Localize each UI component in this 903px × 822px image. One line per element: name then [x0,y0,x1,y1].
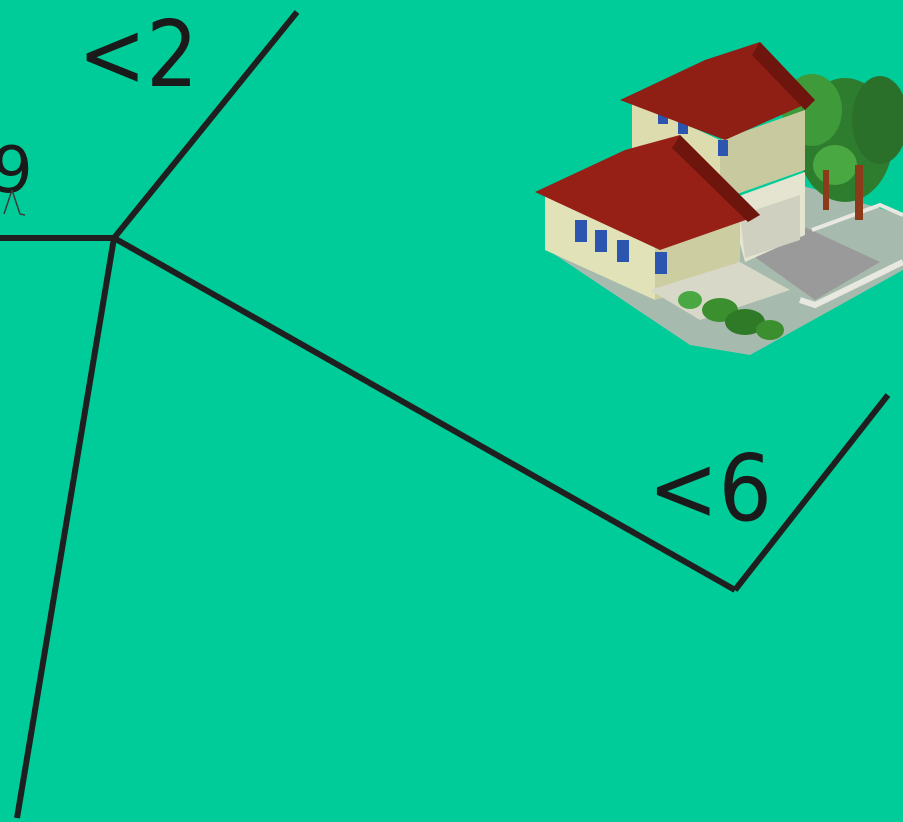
angle-label-6: <6 [648,435,772,542]
house-clipart [535,42,903,355]
angle-label-9: 9 [0,134,33,208]
ray-down [17,238,114,818]
angle-label-2: <2 [78,1,198,108]
